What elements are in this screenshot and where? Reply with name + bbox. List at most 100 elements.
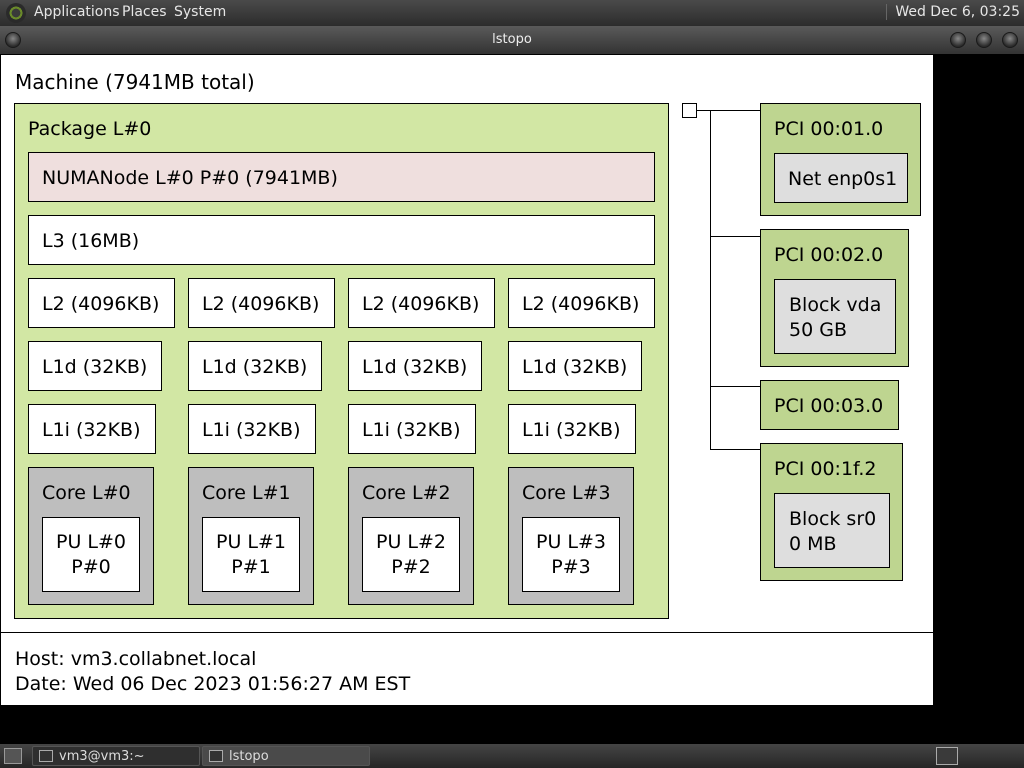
core-box: Core L#2 PU L#2 P#2	[348, 467, 474, 605]
core-label: Core L#1	[202, 482, 291, 504]
maximize-icon[interactable]	[976, 32, 992, 48]
taskbar-item-label: lstopo	[229, 749, 269, 764]
pci-device-box: PCI 00:1f.2 Block sr0 0 MB	[760, 443, 903, 581]
os-device-box: Net enp0s1	[774, 153, 908, 203]
os-device-label: Block vda	[789, 294, 882, 316]
show-desktop-icon[interactable]	[4, 748, 22, 764]
pu-logical-label: PU L#0	[56, 531, 126, 553]
l1i-cache-label: L1i (32KB)	[202, 419, 301, 441]
l1i-cache-box: L1i (32KB)	[28, 404, 156, 454]
core-label: Core L#3	[522, 482, 611, 504]
pu-logical-label: PU L#3	[536, 531, 606, 553]
l1d-cache-label: L1d (32KB)	[42, 356, 148, 378]
pu-box: PU L#3 P#3	[522, 517, 620, 592]
os-device-box: Block vda 50 GB	[774, 279, 896, 354]
os-device-label: Net enp0s1	[788, 168, 898, 190]
workspace-switcher-icon[interactable]	[936, 747, 958, 765]
pu-physical-label: P#3	[551, 556, 591, 578]
l1d-cache-label: L1d (32KB)	[362, 356, 468, 378]
close-icon[interactable]	[1002, 32, 1018, 48]
l2-cache-label: L2 (4096KB)	[522, 293, 640, 315]
pci-device-label: PCI 00:01.0	[774, 118, 884, 140]
pu-logical-label: PU L#2	[376, 531, 446, 553]
machine-label: Machine (7941MB total)	[15, 70, 255, 94]
menu-applications[interactable]: Applications	[34, 4, 120, 20]
l1i-cache-label: L1i (32KB)	[362, 419, 461, 441]
pu-physical-label: P#0	[71, 556, 111, 578]
package-label: Package L#0	[28, 118, 152, 140]
os-device-box: Block sr0 0 MB	[774, 493, 890, 568]
l1i-cache-box: L1i (32KB)	[508, 404, 636, 454]
l2-cache-label: L2 (4096KB)	[362, 293, 480, 315]
legend-date: Date: Wed 06 Dec 2023 01:56:27 AM EST	[15, 673, 411, 695]
l3-cache-box: L3 (16MB)	[28, 215, 655, 265]
taskbar-item-lstopo[interactable]: lstopo	[202, 746, 370, 766]
core-label: Core L#2	[362, 482, 451, 504]
pci-device-label: PCI 00:03.0	[774, 395, 884, 417]
l1i-cache-box: L1i (32KB)	[348, 404, 476, 454]
tree-line	[697, 110, 760, 111]
numa-node-box: NUMANode L#0 P#0 (7941MB)	[28, 152, 655, 202]
pu-physical-label: P#2	[391, 556, 431, 578]
numa-node-label: NUMANode L#0 P#0 (7941MB)	[42, 167, 338, 189]
l2-cache-label: L2 (4096KB)	[42, 293, 160, 315]
l2-cache-label: L2 (4096KB)	[202, 293, 320, 315]
pci-device-box: PCI 00:03.0	[760, 380, 899, 430]
l1i-cache-label: L1i (32KB)	[42, 419, 141, 441]
l2-cache-box: L2 (4096KB)	[188, 278, 335, 328]
legend-host: Host: vm3.collabnet.local	[15, 648, 257, 670]
os-device-label: Block sr0	[789, 508, 877, 530]
pu-logical-label: PU L#1	[216, 531, 286, 553]
pci-device-label: PCI 00:1f.2	[774, 458, 877, 480]
menu-system[interactable]: System	[174, 4, 227, 20]
distro-logo-icon[interactable]	[6, 3, 26, 23]
pu-physical-label: P#1	[231, 556, 271, 578]
l1i-cache-box: L1i (32KB)	[188, 404, 316, 454]
menu-places[interactable]: Places	[122, 4, 167, 20]
host-bridge-square	[682, 103, 697, 118]
taskbar-item-terminal[interactable]: vm3@vm3:~	[32, 746, 200, 766]
l1d-cache-box: L1d (32KB)	[508, 341, 642, 391]
pu-box: PU L#1 P#1	[202, 517, 300, 592]
pci-device-label: PCI 00:02.0	[774, 244, 884, 266]
tree-line	[710, 449, 760, 450]
l1d-cache-box: L1d (32KB)	[348, 341, 482, 391]
window-menu-icon[interactable]	[5, 32, 21, 48]
tree-line	[710, 386, 760, 387]
l2-cache-box: L2 (4096KB)	[508, 278, 655, 328]
pu-box: PU L#2 P#2	[362, 517, 460, 592]
tree-line	[710, 236, 760, 237]
window-titlebar[interactable]: lstopo	[0, 26, 1024, 54]
window-title: lstopo	[492, 32, 532, 47]
pci-device-box: PCI 00:01.0 Net enp0s1	[760, 103, 921, 216]
lstopo-canvas: Machine (7941MB total) Package L#0 NUMAN…	[0, 54, 935, 706]
core-label: Core L#0	[42, 482, 131, 504]
minimize-icon[interactable]	[950, 32, 966, 48]
terminal-icon	[39, 750, 53, 762]
bottom-taskbar: vm3@vm3:~ lstopo	[0, 744, 1024, 768]
pu-box: PU L#0 P#0	[42, 517, 140, 592]
l1i-cache-label: L1i (32KB)	[522, 419, 621, 441]
l1d-cache-label: L1d (32KB)	[522, 356, 628, 378]
core-box: Core L#3 PU L#3 P#3	[508, 467, 634, 605]
legend: Host: vm3.collabnet.local Date: Wed 06 D…	[15, 647, 410, 697]
taskbar-item-label: vm3@vm3:~	[59, 749, 145, 764]
clock[interactable]: Wed Dec 6, 03:25	[886, 4, 1020, 20]
window-icon	[209, 750, 223, 762]
pci-device-box: PCI 00:02.0 Block vda 50 GB	[760, 229, 909, 367]
os-device-size: 0 MB	[789, 533, 837, 555]
tree-line	[710, 110, 711, 450]
legend-separator	[1, 632, 935, 633]
l2-cache-box: L2 (4096KB)	[28, 278, 175, 328]
l2-cache-box: L2 (4096KB)	[348, 278, 495, 328]
top-panel: Applications Places System Wed Dec 6, 03…	[0, 0, 1024, 26]
l1d-cache-box: L1d (32KB)	[28, 341, 162, 391]
l3-cache-label: L3 (16MB)	[42, 230, 140, 252]
l1d-cache-label: L1d (32KB)	[202, 356, 308, 378]
package-box: Package L#0 NUMANode L#0 P#0 (7941MB) L3…	[14, 103, 669, 619]
os-device-size: 50 GB	[789, 319, 847, 341]
core-box: Core L#1 PU L#1 P#1	[188, 467, 314, 605]
l1d-cache-box: L1d (32KB)	[188, 341, 322, 391]
core-box: Core L#0 PU L#0 P#0	[28, 467, 154, 605]
